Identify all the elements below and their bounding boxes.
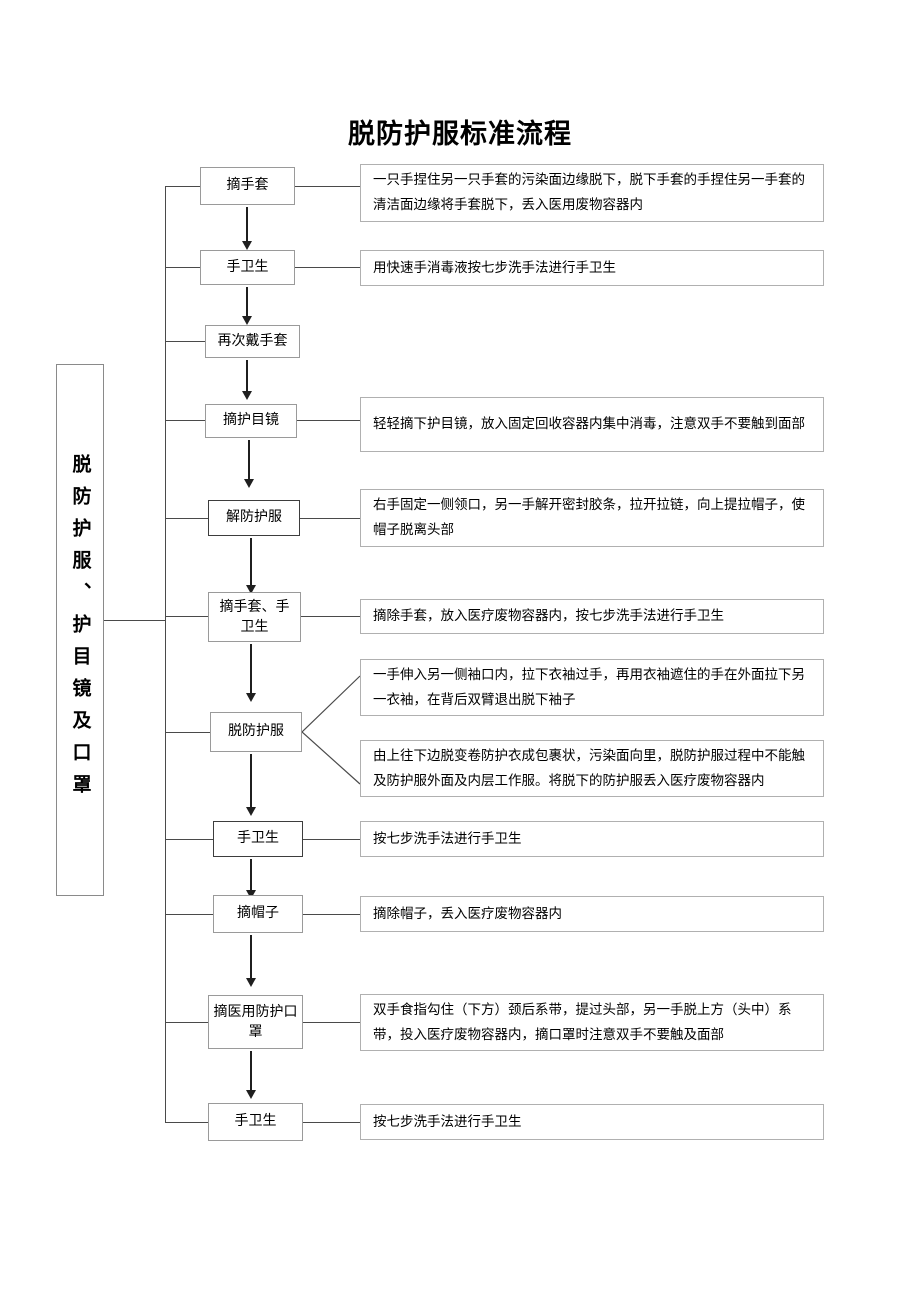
desc-box-7b: 由上往下边脱变卷防护衣成包裹状，污染面向里，脱防护服过程中不能触及防护服外面及内… <box>360 740 824 797</box>
trunk-stub-10 <box>165 1022 208 1023</box>
trunk-stub-11 <box>165 1122 208 1123</box>
step-box-8[interactable]: 手卫生 <box>213 821 303 857</box>
desc-box-4: 轻轻摘下护目镜，放入固定回收容器内集中消毒，注意双手不要触到面部 <box>360 397 824 452</box>
category-label-box: 脱防护服、护目镜及口罩 <box>56 364 104 896</box>
step-box-11[interactable]: 手卫生 <box>208 1103 303 1141</box>
step-box-9[interactable]: 摘帽子 <box>213 895 303 933</box>
trunk-stub-2 <box>165 267 200 268</box>
desc-text-9: 摘除帽子，丢入医疗废物容器内 <box>373 905 562 922</box>
desc-text-1: 一只手捏住另一只手套的污染面边缘脱下，脱下手套的手捏住另一手套的清洁面边缘将手套… <box>373 172 805 213</box>
step-label-4: 摘护目镜 <box>223 412 279 429</box>
branch-fan-lines <box>302 675 361 785</box>
desc-text-11: 按七步洗手法进行手卫生 <box>373 1113 522 1130</box>
desc-box-10: 双手食指勾住（下方）颈后系带，提过头部，另一手脱上方（头中）系带，投入医疗废物容… <box>360 994 824 1051</box>
trunk-stub-3 <box>165 341 205 342</box>
category-label-text: 脱防护服、护目镜及口罩 <box>69 454 92 806</box>
step-label-8: 手卫生 <box>237 830 279 847</box>
step-label-5: 解防护服 <box>226 509 282 526</box>
step-box-1[interactable]: 摘手套 <box>200 167 295 205</box>
desc-text-7b: 由上往下边脱变卷防护衣成包裹状，污染面向里，脱防护服过程中不能触及防护服外面及内… <box>373 747 805 789</box>
page-title: 脱防护服标准流程 <box>348 119 572 150</box>
arrow-9-to-10 <box>246 935 256 987</box>
desc-connector-10 <box>303 1022 360 1023</box>
desc-text-5: 右手固定一侧领口，另一手解开密封胶条，拉开拉链，向上提拉帽子，使帽子脱离头部 <box>373 497 805 538</box>
step-box-3[interactable]: 再次戴手套 <box>205 325 300 358</box>
desc-connector-4 <box>297 420 360 421</box>
arrow-6-to-7 <box>246 644 256 702</box>
step-label-6: 摘手套、手卫生 <box>219 598 290 635</box>
trunk-stub-4 <box>165 420 205 421</box>
desc-text-2: 用快速手消毒液按七步洗手法进行手卫生 <box>373 259 616 276</box>
desc-connector-11 <box>303 1122 360 1123</box>
main-trunk-line <box>165 186 166 1123</box>
desc-box-1: 一只手捏住另一只手套的污染面边缘脱下，脱下手套的手捏住另一手套的清洁面边缘将手套… <box>360 164 824 222</box>
desc-box-9: 摘除帽子，丢入医疗废物容器内 <box>360 896 824 932</box>
trunk-stub-1 <box>165 186 200 187</box>
arrow-7-to-8 <box>246 754 256 816</box>
step-box-10[interactable]: 摘医用防护口罩 <box>208 995 303 1049</box>
step-label-11: 手卫生 <box>234 1113 277 1130</box>
desc-connector-9 <box>303 914 360 915</box>
desc-box-5: 右手固定一侧领口，另一手解开密封胶条，拉开拉链，向上提拉帽子，使帽子脱离头部 <box>360 489 824 547</box>
desc-connector-6 <box>301 616 360 617</box>
trunk-stub-5 <box>165 518 208 519</box>
step-label-3: 再次戴手套 <box>217 332 288 349</box>
desc-box-8: 按七步洗手法进行手卫生 <box>360 821 824 857</box>
desc-text-10: 双手食指勾住（下方）颈后系带，提过头部，另一手脱上方（头中）系带，投入医疗废物容… <box>373 1001 792 1043</box>
desc-text-6: 摘除手套，放入医疗废物容器内，按七步洗手法进行手卫生 <box>373 608 724 625</box>
step-box-5[interactable]: 解防护服 <box>208 500 300 536</box>
step-label-7: 脱防护服 <box>228 723 284 740</box>
desc-text-4: 轻轻摘下护目镜，放入固定回收容器内集中消毒，注意双手不要触到面部 <box>373 416 805 433</box>
step-box-6[interactable]: 摘手套、手卫生 <box>208 592 301 642</box>
arrow-3-to-4 <box>242 360 252 400</box>
step-label-9: 摘帽子 <box>237 905 279 922</box>
trunk-stub-8 <box>165 839 213 840</box>
arrow-8-to-9 <box>246 859 256 899</box>
arrow-10-to-11 <box>246 1051 256 1099</box>
arrow-5-to-6 <box>246 538 256 594</box>
step-box-4[interactable]: 摘护目镜 <box>205 404 297 438</box>
trunk-stub-9 <box>165 914 213 915</box>
desc-connector-2 <box>295 267 360 268</box>
trunk-stub-7 <box>165 732 210 733</box>
step-label-10: 摘医用防护口罩 <box>213 1003 298 1040</box>
desc-connector-1 <box>295 186 360 187</box>
desc-box-11: 按七步洗手法进行手卫生 <box>360 1104 824 1140</box>
step-label-1: 摘手套 <box>226 177 269 194</box>
trunk-stub-6 <box>165 616 208 617</box>
category-to-trunk-connector <box>104 620 166 621</box>
step-box-7[interactable]: 脱防护服 <box>210 712 302 752</box>
desc-connector-5 <box>300 518 360 519</box>
step-label-2: 手卫生 <box>226 258 269 275</box>
desc-box-7a: 一手伸入另一侧袖口内，拉下衣袖过手，再用衣袖遮住的手在外面拉下另一衣袖，在背后双… <box>360 659 824 716</box>
desc-connector-8 <box>303 839 360 840</box>
desc-text-7a: 一手伸入另一侧袖口内，拉下衣袖过手，再用衣袖遮住的手在外面拉下另一衣袖，在背后双… <box>373 666 805 708</box>
arrow-2-to-3 <box>242 287 252 325</box>
arrow-4-to-5 <box>244 440 254 488</box>
arrow-1-to-2 <box>242 207 252 250</box>
desc-box-2: 用快速手消毒液按七步洗手法进行手卫生 <box>360 250 824 286</box>
desc-text-8: 按七步洗手法进行手卫生 <box>373 830 522 847</box>
desc-box-6: 摘除手套，放入医疗废物容器内，按七步洗手法进行手卫生 <box>360 599 824 634</box>
step-box-2[interactable]: 手卫生 <box>200 250 295 285</box>
